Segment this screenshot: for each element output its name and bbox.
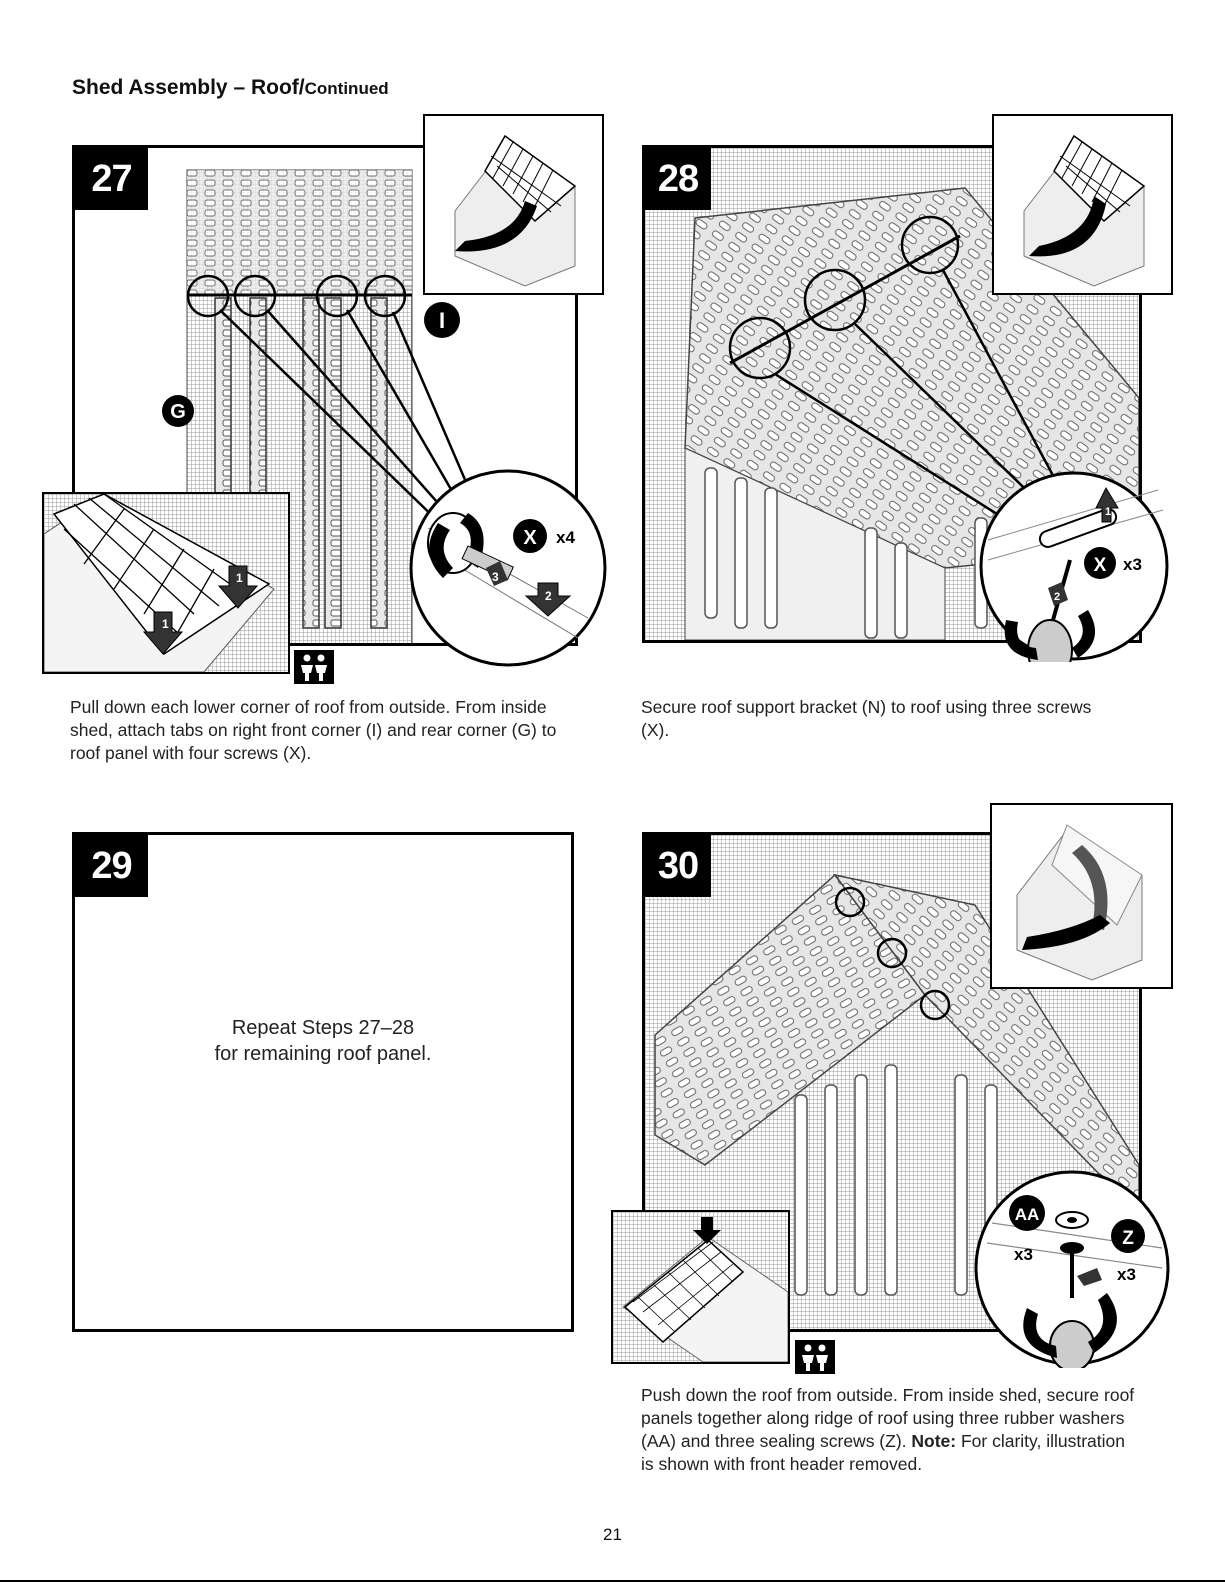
svg-text:I: I [439, 308, 445, 333]
shed-overview-illustration [454, 134, 577, 287]
note-text: For clarity, illustration is shown with … [641, 1431, 1125, 1474]
bottom-rule [0, 1580, 1225, 1582]
step-30-caption: Push down the roof from outside. From in… [641, 1384, 1136, 1476]
page-title-text: Shed Assembly – Roof/ [72, 76, 305, 99]
roof-push-down-illustration [613, 1212, 788, 1362]
step-30-screw-detail: AA x3 Z x3 [974, 1170, 1170, 1368]
part-i-callout: I [424, 302, 460, 338]
step-29-panel: 29 Repeat Steps 27–28 for remaining roof… [72, 832, 574, 1332]
svg-text:1: 1 [162, 617, 169, 631]
step-30-caption-main: Push down the roof from outside. From in… [641, 1385, 1135, 1451]
part-g-callout: G [162, 395, 194, 427]
step-28-badge: 28 [645, 148, 711, 210]
step-28-number: 28 [657, 157, 699, 200]
step-28-caption: Secure roof support bracket (N) to roof … [641, 697, 1092, 740]
svg-text:Z: Z [1122, 1228, 1134, 1249]
step-27-badge: 27 [75, 148, 148, 210]
page-number: 21 [603, 1525, 622, 1544]
repeat-line-2: for remaining roof panel. [214, 1043, 432, 1065]
svg-text:x3: x3 [1014, 1245, 1033, 1264]
shed-overview-illustration [1023, 134, 1146, 287]
svg-text:x3: x3 [1117, 1265, 1136, 1284]
page-title: Shed Assembly – Roof/Continued [72, 76, 389, 100]
svg-text:AA: AA [1015, 1205, 1040, 1224]
svg-text:3: 3 [492, 570, 499, 584]
note-label: Note: [911, 1431, 957, 1451]
svg-text:G: G [170, 401, 186, 423]
step-27-shed-inset [423, 114, 604, 295]
step-27-roof-inset: 1 1 [42, 492, 290, 674]
svg-text:2: 2 [545, 589, 552, 603]
step-30-roof-inset [611, 1210, 790, 1364]
step-30-badge: 30 [645, 835, 711, 897]
svg-text:X: X [1094, 555, 1107, 576]
step-30-number: 30 [657, 844, 699, 887]
step-29-number: 29 [91, 844, 132, 887]
page-title-continued: Continued [304, 79, 389, 98]
svg-text:2: 2 [1054, 591, 1060, 603]
step-29-badge: 29 [75, 835, 148, 897]
step-28-screw-detail: 1 2 X x3 [979, 471, 1169, 662]
step-27-number: 27 [91, 157, 132, 200]
svg-text:1: 1 [1105, 506, 1111, 518]
step-29-repeat-text: Repeat Steps 27–28 for remaining roof pa… [75, 1015, 571, 1067]
step-27-caption: Pull down each lower corner of roof from… [70, 697, 557, 763]
step-28-shed-inset [992, 114, 1173, 295]
step-30-shed-inset [990, 803, 1173, 989]
repeat-line-1: Repeat Steps 27–28 [231, 1017, 415, 1039]
roof-pull-down-illustration: 1 1 [44, 494, 288, 672]
svg-text:x3: x3 [1123, 555, 1142, 574]
shed-overview-illustration [1016, 824, 1143, 981]
two-person-icon [795, 1340, 835, 1374]
svg-text:x4: x4 [556, 528, 575, 547]
svg-text:1: 1 [236, 571, 243, 585]
step-27-screw-detail: 3 2 X x4 [409, 469, 607, 667]
svg-text:X: X [523, 527, 537, 549]
two-person-icon [294, 650, 334, 684]
